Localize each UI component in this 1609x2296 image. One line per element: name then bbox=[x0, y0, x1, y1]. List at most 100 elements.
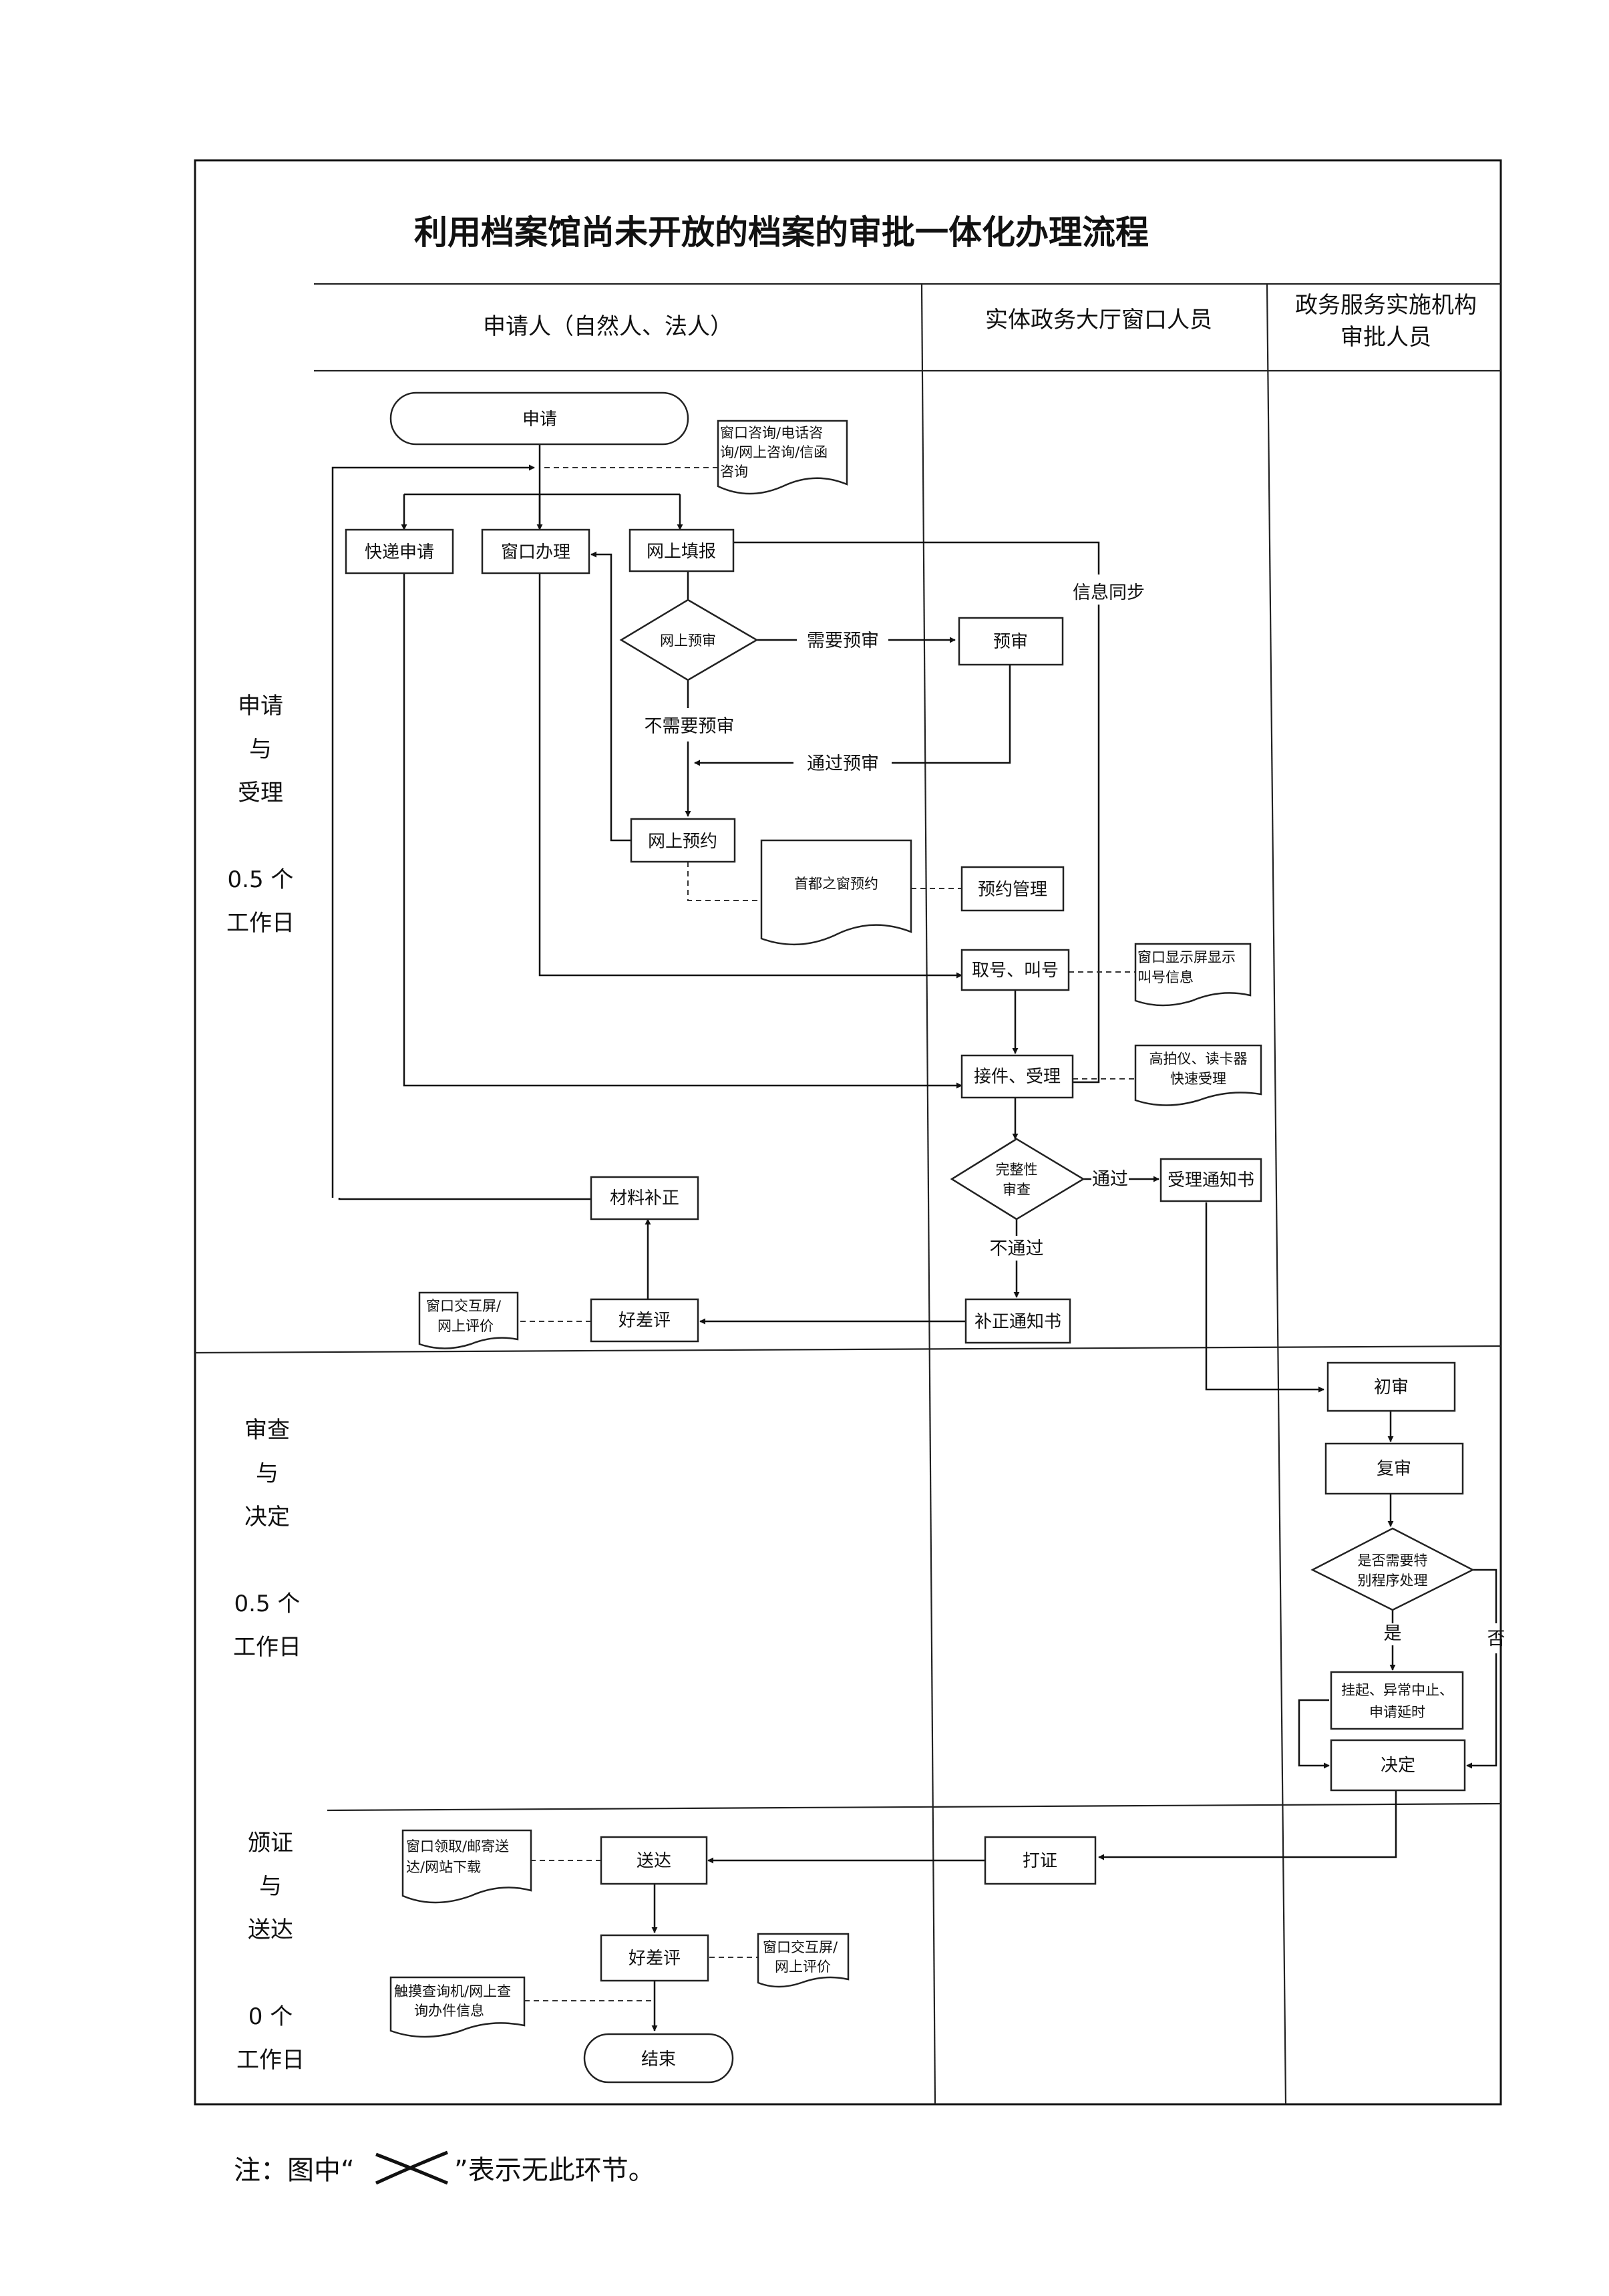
svg-text:初审: 初审 bbox=[1374, 1377, 1409, 1398]
svg-text:网上预约: 网上预约 bbox=[648, 832, 717, 852]
cross-mark-icon bbox=[375, 2150, 448, 2185]
svg-text:完整性: 完整性 bbox=[996, 1162, 1038, 1178]
svg-text:工作日: 工作日 bbox=[226, 910, 295, 937]
svg-text:送达: 送达 bbox=[637, 1851, 671, 1871]
svg-text:网上评价: 网上评价 bbox=[437, 1318, 494, 1334]
doc-scanner: 高拍仪、读卡器 快速受理 bbox=[1134, 1044, 1262, 1106]
label-info-sync: 信息同步 bbox=[1073, 583, 1145, 603]
node-deliver: 送达 bbox=[600, 1836, 708, 1885]
lane-approver-line1: 政务服务实施机构 bbox=[1295, 292, 1477, 319]
svg-text:达/网站下载: 达/网站下载 bbox=[406, 1859, 481, 1875]
svg-text:叫号信息: 叫号信息 bbox=[1137, 969, 1194, 985]
node-accept-notice: 受理通知书 bbox=[1159, 1158, 1262, 1202]
svg-text:挂起、异常中止、: 挂起、异常中止、 bbox=[1341, 1682, 1453, 1698]
note-prefix: 注：图中“ bbox=[234, 2155, 355, 2186]
svg-text:询/网上咨询/信函: 询/网上咨询/信函 bbox=[720, 444, 828, 460]
svg-text:窗口交互屏/: 窗口交互屏/ bbox=[763, 1939, 838, 1955]
node-apply: 申请 bbox=[389, 391, 689, 446]
lane-applicant: 申请人（自然人、法人） bbox=[483, 313, 733, 340]
label-no-pre-review: 不需要预审 bbox=[645, 716, 735, 737]
label-no: 否 bbox=[1487, 1629, 1505, 1649]
node-end: 结束 bbox=[583, 2033, 734, 2084]
svg-text:决定: 决定 bbox=[244, 1504, 290, 1530]
node-rating-1: 好差评 bbox=[590, 1298, 699, 1343]
node-first-review: 初审 bbox=[1326, 1361, 1456, 1412]
svg-text:高拍仪、读卡器: 高拍仪、读卡器 bbox=[1149, 1051, 1248, 1067]
label-pass: 通过 bbox=[1092, 1169, 1128, 1190]
svg-text:首都之窗预约: 首都之窗预约 bbox=[794, 876, 878, 892]
node-express-apply: 快递申请 bbox=[345, 528, 454, 575]
svg-text:触摸查询机/网上查: 触摸查询机/网上查 bbox=[394, 1983, 511, 1999]
label-yes: 是 bbox=[1384, 1623, 1402, 1644]
svg-text:工作日: 工作日 bbox=[233, 1634, 301, 1661]
svg-text:打证: 打证 bbox=[1023, 1851, 1057, 1871]
svg-text:补正通知书: 补正通知书 bbox=[974, 1312, 1061, 1332]
doc-capital-window-booking: 首都之窗预约 bbox=[760, 839, 912, 946]
svg-text:申请延时: 申请延时 bbox=[1369, 1704, 1425, 1720]
outer-frame bbox=[194, 159, 1502, 2106]
svg-text:申请: 申请 bbox=[522, 409, 557, 430]
decision-completeness: 完整性 审查 bbox=[950, 1138, 1085, 1220]
phase-issue-deliver: 颁证 与 送达 0 个 工作日 bbox=[236, 1830, 305, 2074]
svg-text:快速受理: 快速受理 bbox=[1170, 1071, 1226, 1087]
svg-text:受理: 受理 bbox=[238, 780, 283, 806]
svg-text:别程序处理: 别程序处理 bbox=[1358, 1573, 1428, 1589]
svg-text:咨询: 咨询 bbox=[720, 464, 748, 480]
svg-text:0.5 个: 0.5 个 bbox=[228, 866, 294, 893]
svg-text:0.5 个: 0.5 个 bbox=[234, 1591, 301, 1617]
svg-text:窗口领取/邮寄送: 窗口领取/邮寄送 bbox=[406, 1838, 509, 1854]
decision-online-pre-review: 网上预审 bbox=[619, 599, 759, 681]
node-booking-mgmt: 预约管理 bbox=[960, 866, 1065, 912]
node-take-number: 取号、叫号 bbox=[960, 949, 1070, 991]
svg-text:是否需要特: 是否需要特 bbox=[1358, 1552, 1428, 1569]
doc-deliver-options: 窗口领取/邮寄送 达/网站下载 bbox=[401, 1829, 532, 1904]
label-fail: 不通过 bbox=[990, 1239, 1044, 1259]
page-title: 利用档案馆尚未开放的档案的审批一体化办理流程 bbox=[414, 213, 1149, 252]
node-print-cert: 打证 bbox=[984, 1836, 1097, 1885]
node-window-handle: 窗口办理 bbox=[481, 528, 590, 575]
doc-screen-display: 窗口显示屏显示 叫号信息 bbox=[1134, 943, 1252, 1007]
svg-text:材料补正: 材料补正 bbox=[610, 1188, 679, 1208]
label-passed-pre-review: 通过预审 bbox=[807, 754, 879, 774]
svg-text:工作日: 工作日 bbox=[236, 2047, 305, 2074]
svg-text:好差评: 好差评 bbox=[618, 1311, 671, 1331]
svg-text:送达: 送达 bbox=[248, 1917, 293, 1943]
svg-text:与: 与 bbox=[259, 1873, 282, 1900]
svg-text:询办件信息: 询办件信息 bbox=[414, 2003, 484, 2019]
lane-approver-line2: 审批人员 bbox=[1340, 324, 1431, 351]
svg-text:预审: 预审 bbox=[993, 632, 1028, 652]
svg-text:窗口办理: 窗口办理 bbox=[501, 542, 570, 562]
svg-text:受理通知书: 受理通知书 bbox=[1168, 1170, 1254, 1190]
svg-text:颁证: 颁证 bbox=[248, 1830, 293, 1856]
lane-window-staff: 实体政务大厅窗口人员 bbox=[985, 307, 1212, 333]
node-suspend: 挂起、异常中止、 申请延时 bbox=[1330, 1671, 1464, 1730]
node-material-supplement: 材料补正 bbox=[590, 1176, 699, 1220]
phase-review-decide: 审查 与 决定 0.5 个 工作日 bbox=[233, 1417, 301, 1661]
doc-evaluation-2: 窗口交互屏/ 网上评价 bbox=[757, 1933, 850, 1988]
svg-text:好差评: 好差评 bbox=[629, 1949, 681, 1969]
decision-special-procedure: 是否需要特 别程序处理 bbox=[1310, 1527, 1475, 1611]
svg-text:窗口咨询/电话咨: 窗口咨询/电话咨 bbox=[720, 425, 823, 441]
node-pre-review: 预审 bbox=[958, 617, 1064, 666]
svg-text:审查: 审查 bbox=[244, 1417, 290, 1444]
doc-evaluation-1: 窗口交互屏/ 网上评价 bbox=[418, 1291, 519, 1349]
svg-text:与: 与 bbox=[256, 1460, 279, 1487]
svg-text:结束: 结束 bbox=[641, 2049, 676, 2070]
svg-text:网上评价: 网上评价 bbox=[775, 1959, 831, 1975]
svg-text:快递申请: 快递申请 bbox=[365, 542, 434, 562]
svg-text:预约管理: 预约管理 bbox=[978, 880, 1047, 900]
svg-text:取号、叫号: 取号、叫号 bbox=[972, 961, 1059, 981]
svg-text:网上预审: 网上预审 bbox=[660, 633, 716, 649]
note-suffix: ”表示无此环节。 bbox=[454, 2155, 655, 2186]
node-decision: 决定 bbox=[1330, 1739, 1466, 1792]
node-receive-accept: 接件、受理 bbox=[960, 1054, 1074, 1099]
svg-text:审查: 审查 bbox=[1003, 1182, 1031, 1198]
phase-apply-accept: 申请 与 受理 0.5 个 工作日 bbox=[226, 693, 295, 937]
node-online-booking: 网上预约 bbox=[630, 818, 736, 863]
doc-consult: 窗口咨询/电话咨 询/网上咨询/信函 咨询 bbox=[717, 420, 848, 495]
svg-text:窗口显示屏显示: 窗口显示屏显示 bbox=[1137, 949, 1236, 965]
node-rating-2: 好差评 bbox=[600, 1934, 709, 1982]
label-need-pre-review: 需要预审 bbox=[807, 631, 879, 651]
svg-text:决定: 决定 bbox=[1381, 1756, 1415, 1776]
